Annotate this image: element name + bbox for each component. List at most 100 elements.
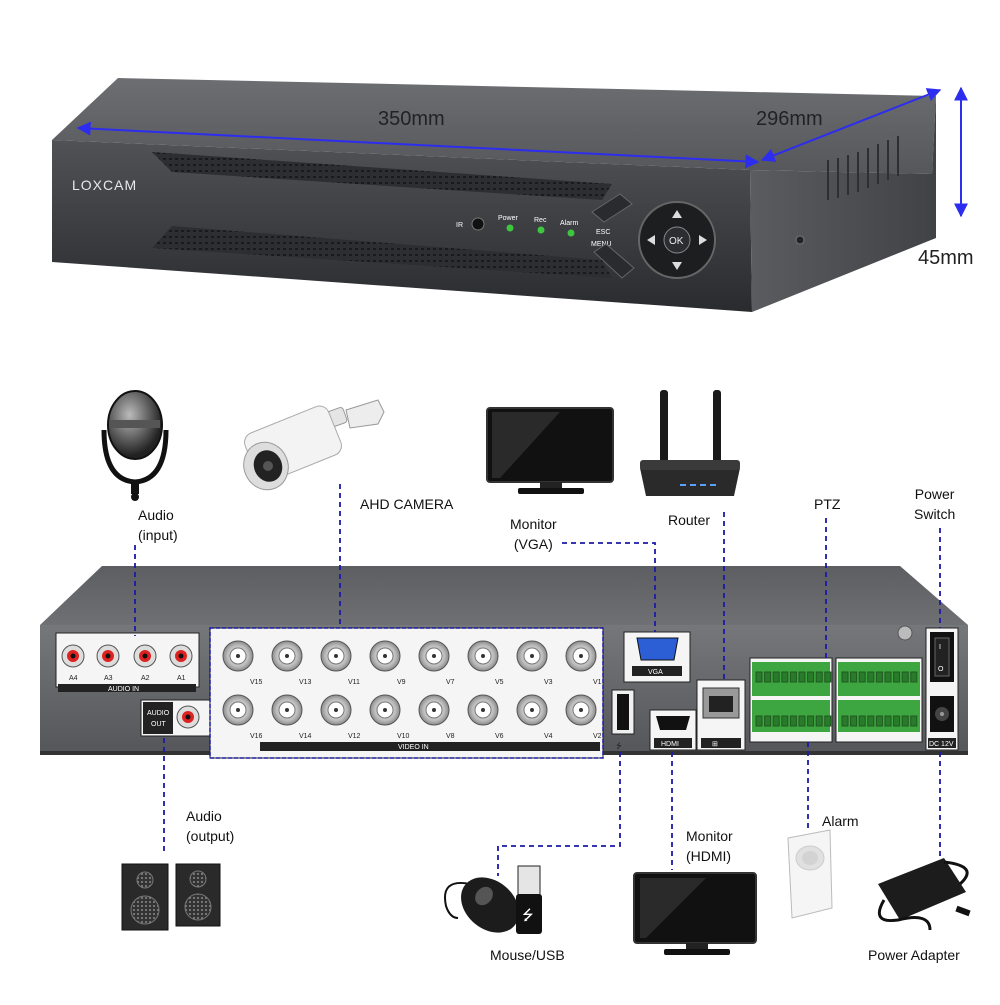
video-channel-label: V2 (593, 733, 602, 740)
audio-channel-a2: A2 (141, 675, 150, 682)
microphone-icon (101, 390, 169, 501)
audio-out-label-line2: OUT (151, 721, 167, 728)
nav-up-icon[interactable] (672, 210, 682, 218)
router-icon (640, 390, 740, 496)
terminal-screw (772, 671, 780, 683)
depth-dimension-arrow (760, 88, 942, 162)
video-channel-label: V1 (593, 679, 602, 686)
video-channel-label: V10 (397, 733, 410, 740)
switch-off-mark: O (938, 666, 944, 673)
mouse-usb-label: Mouse/USB (490, 947, 565, 963)
video-channel-label: V14 (299, 733, 312, 740)
network-symbol-icon: ⊞ (712, 741, 718, 748)
terminal-screw (867, 671, 875, 683)
bnc-pin (579, 708, 583, 712)
menu-button[interactable] (593, 243, 635, 279)
terminal-screw (807, 715, 815, 727)
ptz-label: PTZ (814, 496, 841, 512)
audio-channel-a4: A4 (69, 675, 78, 682)
terminal-screw (755, 715, 763, 727)
video-in-label: VIDEO IN (398, 744, 429, 751)
bnc-pin (236, 708, 240, 712)
bnc-pin (530, 654, 534, 658)
monitor-vga-icon (486, 407, 614, 494)
power-adapter-icon (877, 858, 971, 931)
bnc-pin (334, 654, 338, 658)
bnc-pin (285, 708, 289, 712)
power-adapter-label: Power Adapter (868, 947, 960, 963)
rec-label: Rec (534, 217, 547, 224)
menu-label: MENU (591, 241, 612, 248)
nav-down-icon[interactable] (672, 262, 682, 270)
power-led-icon (506, 224, 514, 232)
bnc-pin (383, 708, 387, 712)
terminal-screw (807, 671, 815, 683)
alarm-led-label: Alarm (560, 220, 578, 227)
nav-right-icon[interactable] (699, 235, 707, 245)
video-channel-label: V3 (544, 679, 553, 686)
terminal-screw (824, 715, 832, 727)
speakers-icon (121, 863, 221, 931)
audio-in-jacks (61, 644, 193, 668)
side-screw-icon (795, 235, 805, 245)
audio-in-label: AUDIO IN (108, 686, 139, 693)
video-channel-label: V7 (446, 679, 455, 686)
terminal-screws (755, 671, 918, 727)
esc-button[interactable] (591, 193, 633, 223)
terminal-screw (815, 671, 823, 683)
video-channel-label: V13 (299, 679, 312, 686)
video-channel-label: V6 (495, 733, 504, 740)
bnc-pin (285, 654, 289, 658)
terminal-screw (781, 671, 789, 683)
video-channel-label: V9 (397, 679, 406, 686)
terminal-screw (858, 671, 866, 683)
monitor-hdmi-icon (633, 872, 757, 955)
bnc-pin (432, 708, 436, 712)
terminal-screw (798, 671, 806, 683)
vga-line (562, 542, 656, 632)
terminal-screw (901, 715, 909, 727)
power-switch-label: Power Switch (914, 486, 956, 522)
terminal-screw (910, 715, 918, 727)
nav-left-icon[interactable] (647, 235, 655, 245)
video-channel-label: V4 (544, 733, 553, 740)
terminal-screw (841, 671, 849, 683)
monitor-vga-label: Monitor (VGA) (510, 516, 557, 552)
ahd-camera-label: AHD CAMERA (360, 496, 454, 512)
ok-button[interactable] (663, 226, 691, 254)
terminal-screw (850, 715, 858, 727)
bnc-pin (530, 708, 534, 712)
terminal-screw (875, 671, 883, 683)
switch-on-mark: I (939, 644, 941, 651)
ok-label: OK (669, 236, 684, 247)
rec-led-icon (537, 226, 545, 234)
terminal-screw (884, 671, 892, 683)
bnc-pin (334, 708, 338, 712)
video-channel-label: V12 (348, 733, 361, 740)
terminal-screw (781, 715, 789, 727)
hdmi-label: HDMI (661, 741, 679, 748)
alarm-label: Alarm (822, 813, 859, 829)
terminal-screw (858, 715, 866, 727)
terminal-screw (875, 715, 883, 727)
terminal-screw (772, 715, 780, 727)
back-top-surface (40, 566, 968, 625)
bnc-pin (481, 654, 485, 658)
terminal-screw (901, 671, 909, 683)
usb-line (497, 752, 621, 876)
usb-symbol-icon: ⭍ (616, 742, 622, 750)
audio-channel-a3: A3 (104, 675, 113, 682)
bnc-pin (579, 654, 583, 658)
router-label: Router (668, 512, 711, 528)
audio-out-label-line1: AUDIO (147, 710, 170, 717)
width-dimension-label: 350mm (378, 108, 445, 130)
terminal-screw (841, 715, 849, 727)
audio-channel-a1: A1 (177, 675, 186, 682)
terminal-screw (893, 671, 901, 683)
connector-lines (134, 484, 941, 876)
video-channel-label: V15 (250, 679, 263, 686)
terminal-screw (764, 715, 772, 727)
